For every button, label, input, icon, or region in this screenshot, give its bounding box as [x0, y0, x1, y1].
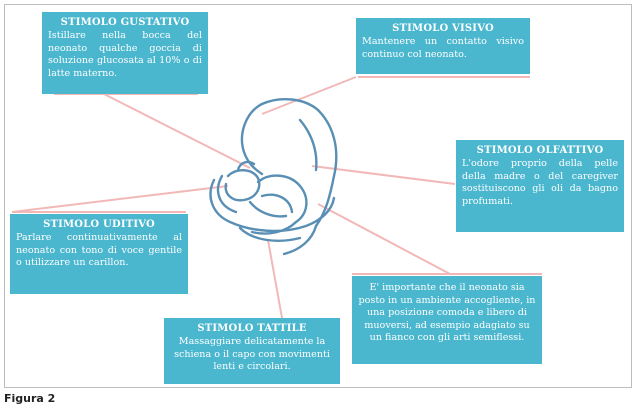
box-stimolo-gustativo: STIMOLO GUSTATIVO Istillare nella bocca …: [42, 12, 208, 94]
box-posizione-neonato: E' importante che il neonato sia posto i…: [352, 276, 542, 364]
box-stimolo-visivo: STIMOLO VISIVO Mantenere un contatto vis…: [356, 18, 530, 74]
title-stimolo-tattile: STIMOLO TATTILE: [197, 323, 307, 334]
text-stimolo-olfattivo: L'odore proprio della pelle della madre …: [462, 158, 618, 207]
box-stimolo-tattile: STIMOLO TATTILE Massaggiare delicatament…: [164, 318, 340, 384]
title-stimolo-uditivo: STIMOLO UDITIVO: [43, 219, 155, 230]
text-stimolo-tattile: Massaggiare delicatamente la schiena o i…: [174, 336, 330, 373]
box-stimolo-uditivo: STIMOLO UDITIVO Parlare continuativament…: [10, 214, 188, 294]
title-stimolo-visivo: STIMOLO VISIVO: [392, 23, 494, 34]
connector-lines: [11, 76, 542, 319]
text-stimolo-gustativo: Istillare nella bocca del neonato qualch…: [48, 30, 202, 79]
connector-posizione: [317, 203, 451, 275]
connector-tattile: [267, 239, 283, 319]
mother-baby-illustration: [209, 98, 338, 256]
title-stimolo-olfattivo: STIMOLO OLFATTIVO: [476, 145, 604, 156]
connector-visivo: [261, 76, 357, 115]
text-stimolo-visivo: Mantenere un contatto visivo continuo co…: [362, 36, 524, 60]
connector-gustativo: [99, 91, 251, 169]
figure-caption: Figura 2: [4, 392, 56, 405]
title-stimolo-gustativo: STIMOLO GUSTATIVO: [60, 17, 190, 28]
text-posizione-neonato: E' importante che il neonato sia posto i…: [358, 282, 536, 344]
text-stimolo-uditivo: Parlare continuativamente al neonato con…: [16, 232, 182, 269]
connector-uditivo: [11, 185, 229, 213]
box-stimolo-olfattivo: STIMOLO OLFATTIVO L'odore proprio della …: [456, 140, 624, 232]
